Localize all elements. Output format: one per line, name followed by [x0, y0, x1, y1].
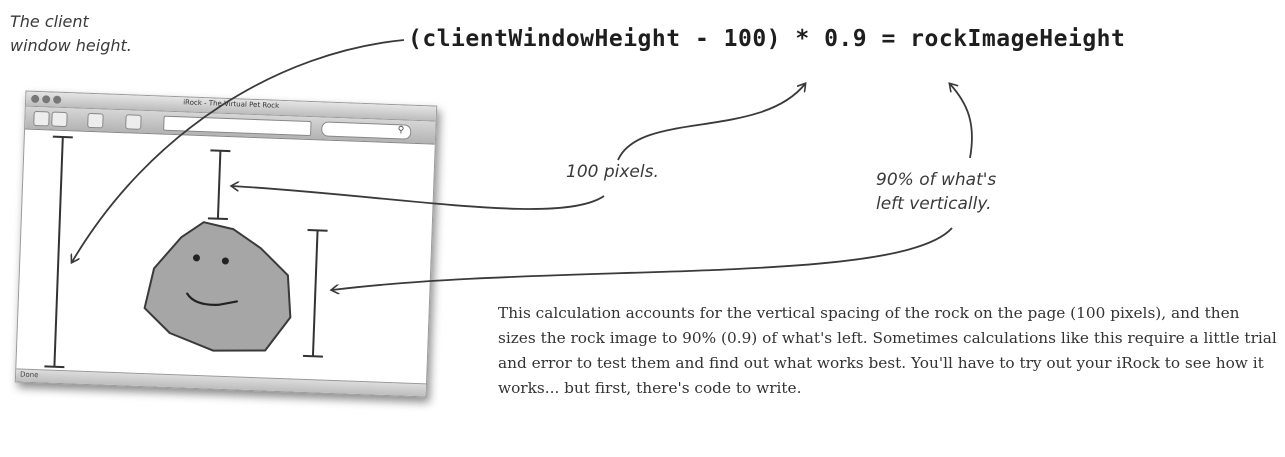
client-height-label: The client window height.: [10, 10, 132, 58]
formula-text: (clientWindowHeight - 100) * 0.9 = rockI…: [408, 26, 1125, 52]
explanation-paragraph: This calculation accounts for the vertic…: [498, 301, 1282, 401]
ninety-percent-label-line1: 90% of what's: [876, 168, 996, 192]
spacing-arrow-to-formula: [618, 84, 805, 160]
spacing-label: 100 pixels.: [566, 162, 659, 182]
client-height-label-line2: window height.: [10, 34, 132, 58]
ninety-percent-label-line2: left vertically.: [876, 192, 996, 216]
client-height-label-line1: The client: [10, 10, 132, 34]
client-height-arrow: [72, 40, 404, 262]
ninety-percent-label: 90% of what's left vertically.: [876, 168, 996, 216]
ninety-arrow-to-formula: [950, 84, 972, 158]
spacing-arrow-to-browser: [232, 186, 604, 209]
ninety-arrow-to-browser: [332, 228, 952, 290]
